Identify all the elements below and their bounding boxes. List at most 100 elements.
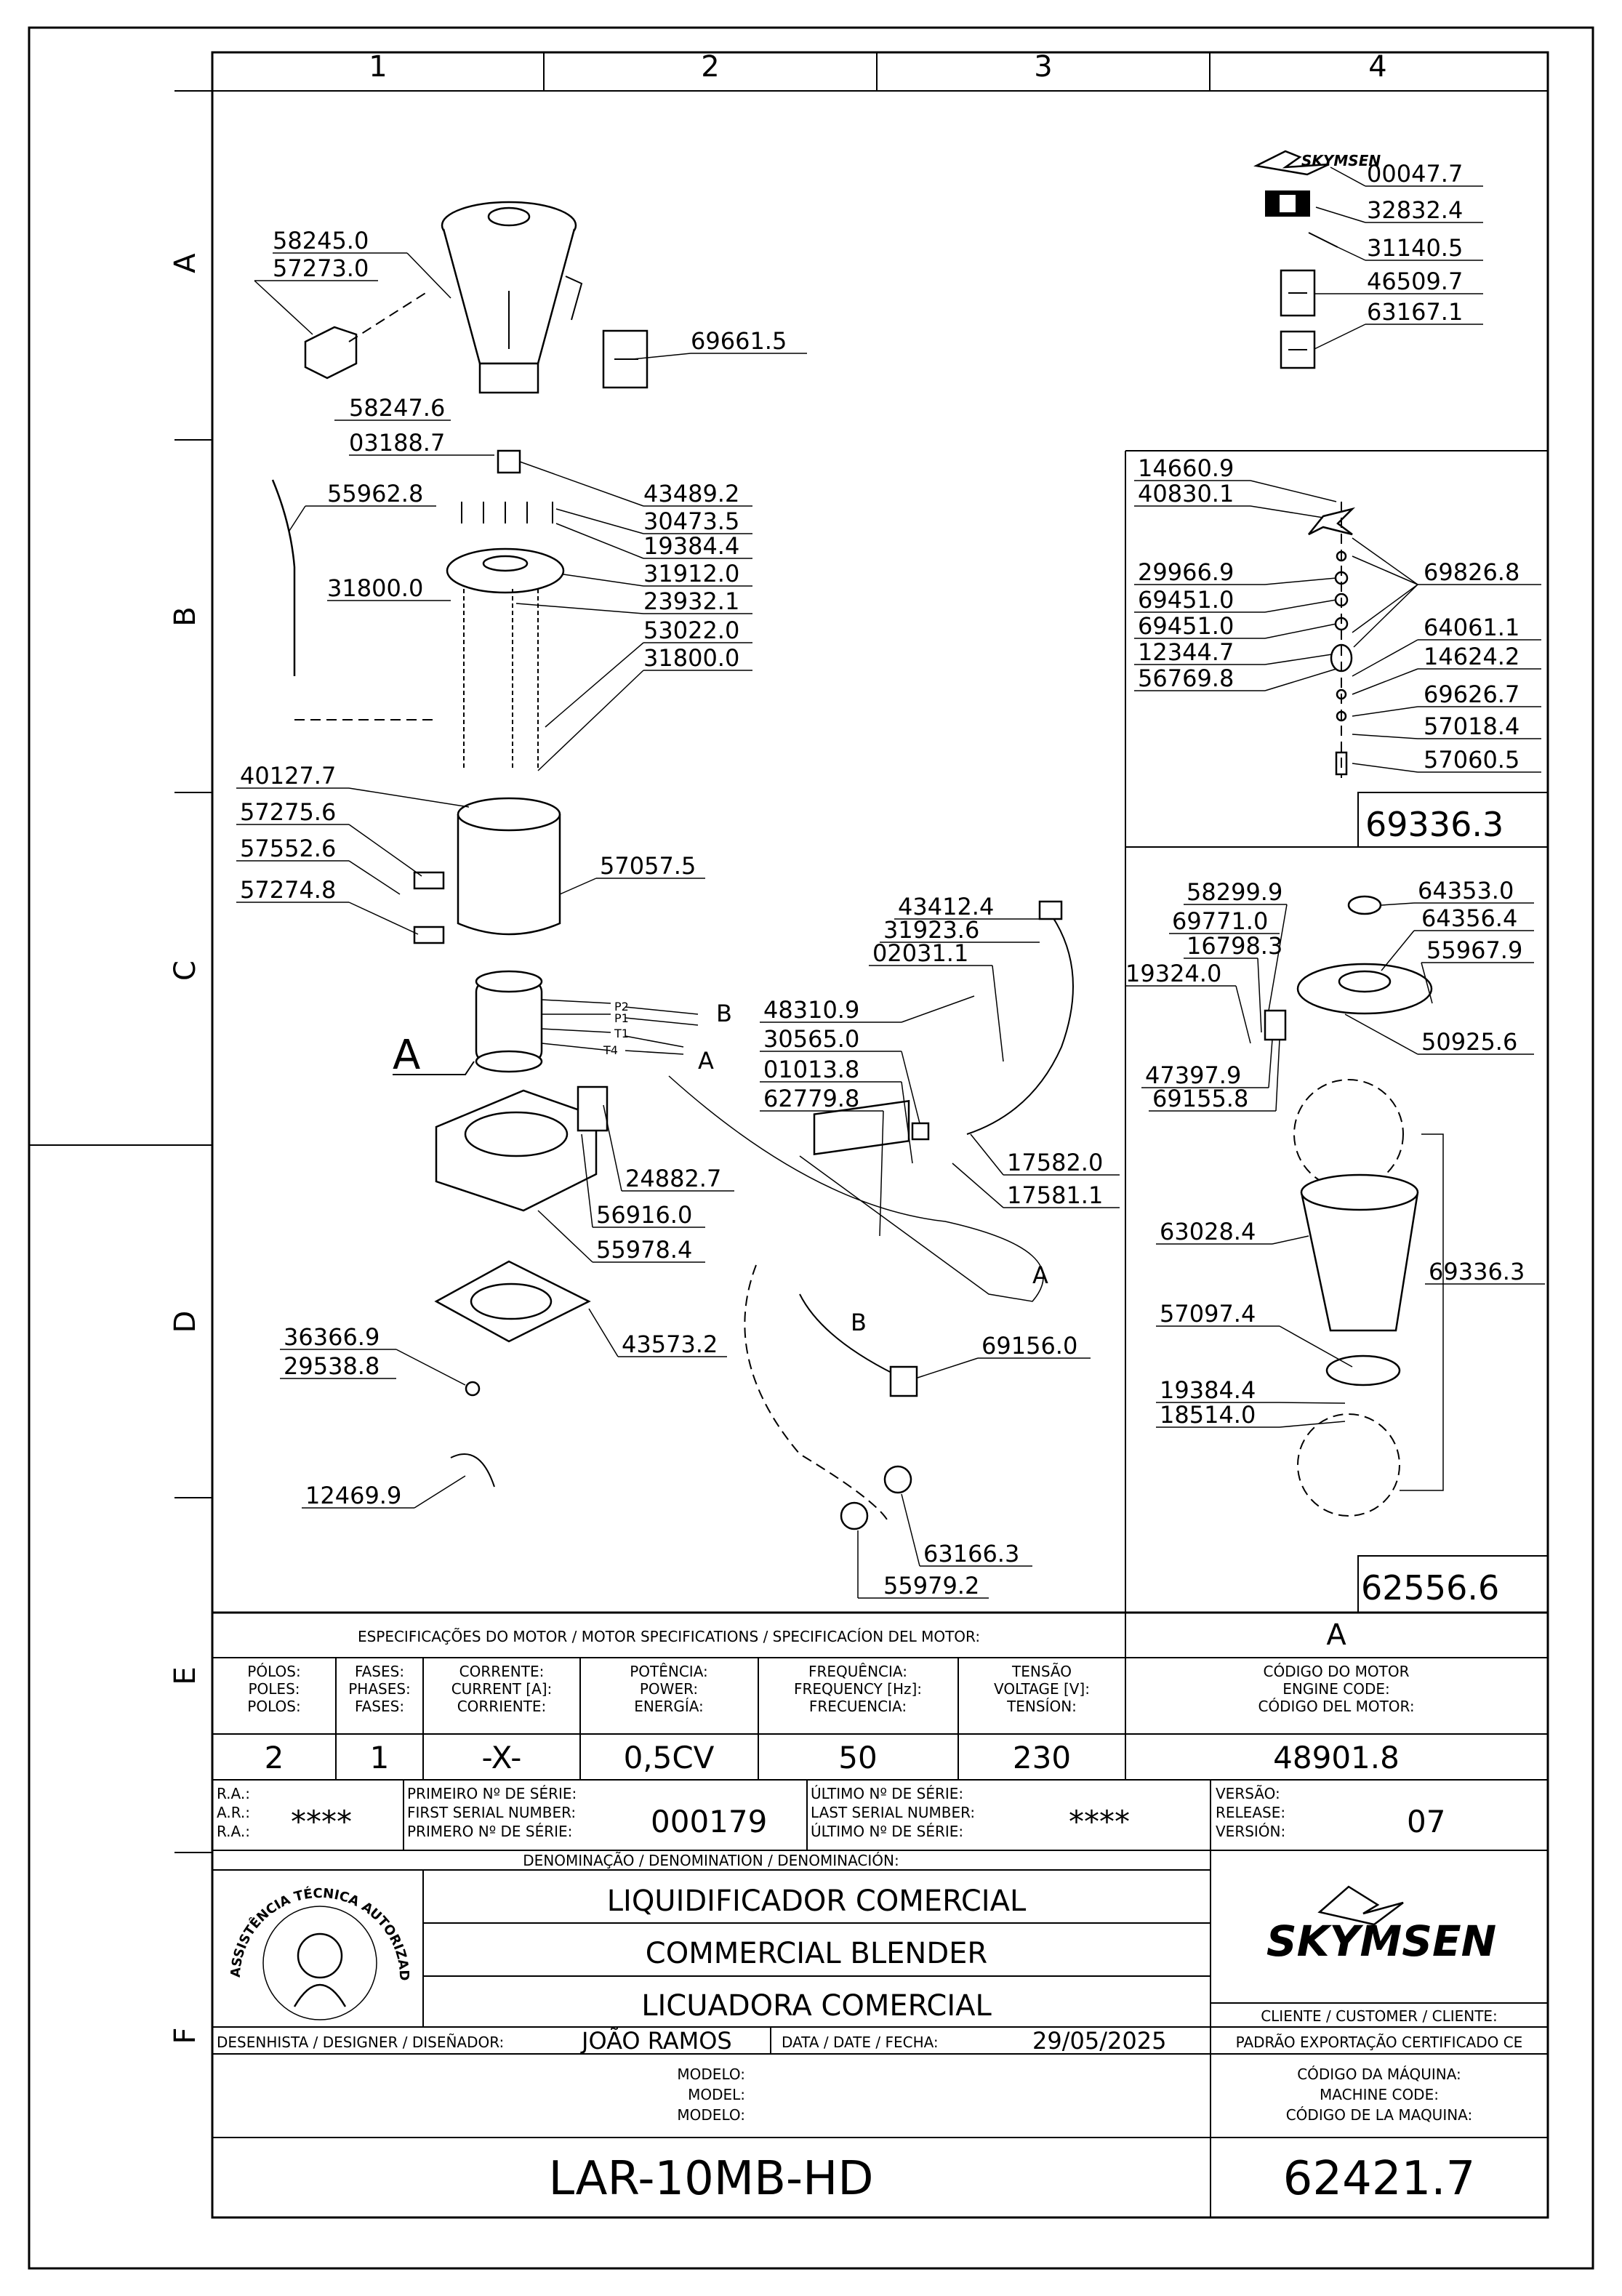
name-en: COMMERCIAL BLENDER xyxy=(646,1937,987,1970)
export-label: PADRÃO EXPORTAÇÃO CERTIFICADO CE xyxy=(1236,2034,1523,2051)
callout-24882: 24882.7 xyxy=(625,1165,721,1192)
brand-sticker-label: SKYMSEN xyxy=(1301,152,1381,169)
callout-30565: 30565.0 xyxy=(763,1025,859,1053)
serial-row: R.A.: A.R.: R.A.: **** PRIMEIRO Nº DE SÉ… xyxy=(217,1780,1445,1850)
specs-heading: ESPECIFICAÇÕES DO MOTOR / MOTOR SPECIFIC… xyxy=(358,1628,980,1645)
circuit-board xyxy=(813,1099,910,1156)
name-es: LICUADORA COMERCIAL xyxy=(641,1989,992,2023)
cable-12469 xyxy=(450,1453,495,1488)
callout-63167: 63167.1 xyxy=(1367,298,1463,326)
callout-55962: 55962.8 xyxy=(327,480,423,507)
spec-poles-l2: POLES: xyxy=(248,1680,300,1698)
spec-phases-l2: PHASES: xyxy=(348,1680,411,1698)
callout-48310: 48310.9 xyxy=(763,996,859,1024)
callout-69155: 69155.8 xyxy=(1152,1085,1248,1112)
callout-02031: 02031.1 xyxy=(872,939,968,967)
jar-base xyxy=(1325,1354,1401,1386)
callout-58299: 58299.9 xyxy=(1187,878,1282,906)
motor-specifications-table: ESPECIFICAÇÕES DO MOTOR / MOTOR SPECIFIC… xyxy=(212,1611,1548,1851)
serial-ar: A.R.: xyxy=(217,1804,250,1821)
detail-top-left-0: 14660.9 xyxy=(1138,454,1234,482)
name-pt: LIQUIDIFICADOR COMERCIAL xyxy=(607,1884,1027,1918)
callout-12469: 12469.9 xyxy=(305,1482,401,1509)
specs-motor-letter: A xyxy=(1326,1618,1346,1652)
callout-57275: 57275.6 xyxy=(240,798,336,826)
version-value: 07 xyxy=(1407,1804,1445,1839)
date-label: DATA / DATE / FECHA: xyxy=(782,2034,939,2051)
version-l2: RELEASE: xyxy=(1216,1804,1285,1821)
detail-top-left-4: 69451.0 xyxy=(1138,612,1234,640)
callout-00047: 00047.7 xyxy=(1367,160,1463,188)
spec-frequency-l1: FREQUÊNCIA: xyxy=(808,1663,907,1680)
callout-23932: 23932.1 xyxy=(643,587,739,615)
brand-sticker-icon xyxy=(1253,150,1330,176)
support-rod xyxy=(271,479,296,676)
detail-circle-bottom xyxy=(1297,1413,1400,1517)
blade xyxy=(1308,507,1356,536)
version-l1: VERSÃO: xyxy=(1216,1785,1280,1802)
main-callouts: 58245.0 57273.0 69661.5 58247.6 03188.7 … xyxy=(236,227,1120,1599)
authorized-assistance-badge: ASSISTÊNCIA TÉCNICA AUTORIZADA xyxy=(0,0,411,2020)
detail-top-left-2: 29966.9 xyxy=(1138,558,1234,586)
callout-17581: 17581.1 xyxy=(1007,1181,1103,1209)
callout-69156: 69156.0 xyxy=(981,1332,1077,1360)
capacitor xyxy=(889,1365,918,1397)
accessories-group: SKYMSEN 00047.7 32832.4 31140.5 46509.7 … xyxy=(1253,150,1483,369)
serial-ra-value: **** xyxy=(291,1804,352,1839)
callout-57273: 57273.0 xyxy=(273,254,369,282)
callout-16798: 16798.3 xyxy=(1187,932,1282,960)
model-l2: MODEL: xyxy=(688,2086,745,2103)
callout-57097: 57097.4 xyxy=(1160,1300,1256,1328)
callout-57057: 57057.5 xyxy=(600,852,696,880)
grid-row-b: B xyxy=(169,606,202,626)
motor xyxy=(475,980,543,1063)
power-cable xyxy=(966,908,1074,1135)
brand-logo: SKYMSEN xyxy=(1266,1916,1496,1966)
detail-top-right-2: 14624.2 xyxy=(1424,643,1519,670)
detail-bottom-assembly: 62556.6 xyxy=(1361,1568,1499,1607)
grid-col-2: 2 xyxy=(701,50,719,84)
jar-assembly: P2 P1 T1 T4 B A A A B xyxy=(271,201,1074,1530)
clamp-part xyxy=(304,326,358,380)
wire-p1: P1 xyxy=(614,1011,629,1025)
wire-t1: T1 xyxy=(614,1027,629,1040)
callout-50925: 50925.6 xyxy=(1421,1028,1517,1056)
conn-b2: B xyxy=(851,1309,867,1336)
motor-housing xyxy=(457,814,561,936)
callout-36366: 36366.9 xyxy=(284,1323,380,1351)
callout-31140: 31140.5 xyxy=(1367,234,1463,262)
machine-l2: MACHINE CODE: xyxy=(1320,2086,1439,2103)
spec-voltage-l3: TENSÍON: xyxy=(1006,1698,1077,1715)
detail-top-left-3: 69451.0 xyxy=(1138,586,1234,614)
detail-panel-blade: 69336.3 14660.9 40830.1 29966.9 69451.0 … xyxy=(1125,450,1549,1613)
callout-64353: 64353.0 xyxy=(1418,877,1514,904)
date-value: 29/05/2025 xyxy=(1032,2027,1166,2055)
serial-last-l1: ÚLTIMO Nº DE SÉRIE: xyxy=(811,1785,963,1802)
spec-poles-l1: PÓLOS: xyxy=(247,1663,300,1680)
switch xyxy=(911,1122,930,1141)
spec-poles-l3: POLOS: xyxy=(247,1698,300,1715)
callout-55978: 55978.4 xyxy=(596,1236,692,1264)
callout-29538: 29538.8 xyxy=(284,1352,380,1380)
callout-43412: 43412.4 xyxy=(898,893,994,920)
bracket-lower xyxy=(413,926,445,944)
spec-engine-value: 48901.8 xyxy=(1273,1740,1400,1775)
foot xyxy=(465,1381,481,1397)
power-plug xyxy=(1038,900,1063,920)
detail-top-left-1: 40830.1 xyxy=(1138,480,1234,507)
detail-circle-top xyxy=(1293,1079,1404,1189)
spec-phases-value: 1 xyxy=(370,1740,390,1775)
callout-63166: 63166.3 xyxy=(923,1540,1019,1568)
machine-code: 62421.7 xyxy=(1283,2152,1476,2206)
wire-t4: T4 xyxy=(603,1043,618,1057)
serial-last-value: **** xyxy=(1069,1804,1130,1839)
serial-last-l3: ÚLTIMO Nº DE SÉRIE: xyxy=(811,1823,963,1840)
ferrite-2 xyxy=(840,1501,869,1530)
model-l1: MODELO: xyxy=(677,2066,745,2083)
callout-57552: 57552.6 xyxy=(240,835,336,862)
wire-a xyxy=(668,1075,1044,1302)
callout-17582: 17582.0 xyxy=(1007,1149,1103,1176)
detail-top-right-3: 69626.7 xyxy=(1424,681,1519,708)
callout-43573: 43573.2 xyxy=(622,1330,718,1358)
grid-col-1: 1 xyxy=(369,50,387,84)
